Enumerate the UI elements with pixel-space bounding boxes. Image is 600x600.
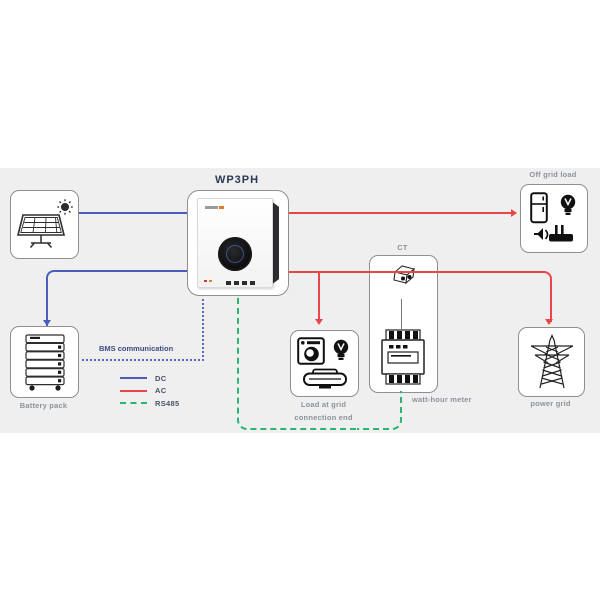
load-at-grid-label-line2: connection end	[294, 413, 353, 422]
solar-panel-box	[10, 190, 79, 259]
dc-line-solar-to-inverter	[77, 212, 187, 214]
legend-rs485-label: RS485	[155, 398, 180, 408]
washing-machine-icon	[297, 337, 325, 365]
inverter-front-panel	[197, 198, 273, 288]
bms-communication-line	[77, 294, 204, 361]
energy-meter-icon	[381, 329, 425, 385]
bulb-icon	[333, 339, 349, 360]
transmission-tower-icon	[530, 334, 573, 389]
ac-line-inverter-to-grid	[287, 271, 552, 322]
battery-stack-icon	[24, 334, 65, 391]
legend-row-rs485: RS485	[120, 397, 179, 410]
ac-line-sample	[120, 389, 147, 392]
dc-line-sample	[120, 377, 147, 380]
load-at-grid-box	[290, 330, 359, 397]
projector-icon	[303, 368, 347, 389]
inverter-display-icon	[218, 237, 252, 271]
legend-row-ac: AC	[120, 385, 179, 398]
inverter-led-red	[204, 280, 207, 282]
load-at-grid-label-line1: Load at grid	[300, 400, 347, 409]
inverter-title: WP3PH	[214, 174, 260, 186]
router-icon	[534, 225, 573, 242]
inverter-port-icon	[242, 281, 247, 285]
legend: DC AC RS485	[120, 372, 179, 410]
dc-line-inverter-to-battery	[46, 270, 189, 326]
rs485-line-sample	[120, 402, 147, 405]
watt-hour-meter-label: watt-hour meter	[412, 395, 472, 404]
off-grid-load-label: Off grid load	[529, 170, 577, 179]
ac-arrow-into-grid	[545, 319, 553, 325]
inverter-box	[187, 190, 289, 296]
power-grid-box	[518, 327, 585, 397]
legend-row-dc: DC	[120, 372, 179, 385]
inverter-brand-logo	[205, 206, 218, 209]
inverter-port-icon	[226, 281, 231, 285]
inverter-port-icon	[250, 281, 255, 285]
load-at-grid-icons	[291, 331, 358, 396]
dc-arrow-into-battery	[43, 320, 51, 326]
ct-label: CT	[397, 243, 408, 252]
rs485-line-segment-a	[237, 294, 359, 430]
ac-arrow-into-offgrid	[511, 209, 517, 217]
inverter-side-panel	[271, 201, 279, 285]
bulb-icon	[560, 194, 576, 215]
inverter-led-orange	[209, 280, 212, 282]
ac-branch-to-load	[318, 273, 320, 320]
solar-panel-icon	[16, 198, 73, 248]
off-grid-load-icons	[521, 185, 587, 252]
ct-to-meter-connector	[401, 299, 402, 329]
ac-line-inverter-to-offgrid	[287, 212, 513, 214]
legend-ac-label: AC	[155, 386, 167, 395]
fridge-icon	[530, 192, 548, 224]
power-grid-label: power grid	[530, 399, 571, 408]
off-grid-load-box	[520, 184, 588, 253]
ct-box	[369, 255, 438, 393]
inverter-port-icon	[234, 281, 239, 285]
legend-dc-label: DC	[155, 373, 167, 383]
battery-pack-box	[10, 326, 79, 398]
bms-communication-label: BMS communication	[99, 344, 174, 353]
battery-pack-label: Battery pack	[19, 401, 68, 410]
ac-arrow-into-load	[315, 319, 323, 325]
inverter-brand-logo-accent	[219, 206, 224, 209]
rs485-line-segment-b	[357, 391, 402, 430]
inverter-device	[188, 191, 288, 295]
